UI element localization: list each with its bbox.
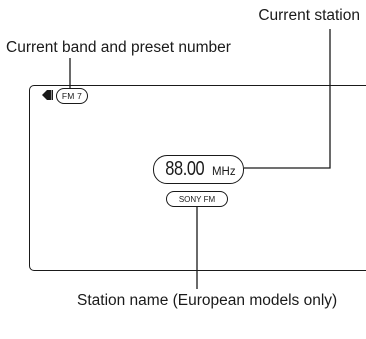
tuner-icon — [42, 90, 53, 100]
frequency-unit: MHz — [211, 165, 236, 178]
callout-current-band: Current band and preset number — [6, 39, 231, 56]
leader-station — [244, 29, 331, 169]
callout-station-name: Station name (European models only) — [77, 292, 338, 309]
station-name-text: SONY FM — [178, 194, 216, 204]
frequency-value: 88.00 — [165, 158, 205, 180]
station-name-badge: SONY FM — [166, 191, 228, 207]
frequency-display: 88.00 MHz — [153, 155, 244, 184]
band-preset-badge: FM 7 — [56, 88, 88, 104]
callout-current-station: Current station — [258, 7, 360, 24]
band-preset-text: FM 7 — [61, 91, 83, 101]
